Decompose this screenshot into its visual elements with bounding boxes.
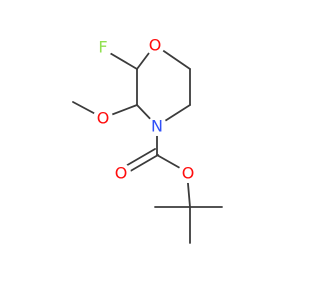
bond-carbonyl-double-b xyxy=(123,148,156,168)
atom-label-oxygen-carbonyl: O xyxy=(115,164,128,183)
atom-label-layer: O N F O O O xyxy=(93,35,198,183)
bond-carbonyl-double-a xyxy=(126,154,159,174)
atom-label-oxygen-ring: O xyxy=(149,36,162,55)
bond-layer xyxy=(72,44,223,244)
atom-label-nitrogen: N xyxy=(151,117,163,136)
atom-label-oxygen-ester: O xyxy=(182,164,195,183)
atom-label-oxygen-methoxy: O xyxy=(97,109,110,128)
molecule-structure-diagram: O N F O O O xyxy=(72,35,223,244)
atom-label-fluorine: F xyxy=(98,38,107,57)
